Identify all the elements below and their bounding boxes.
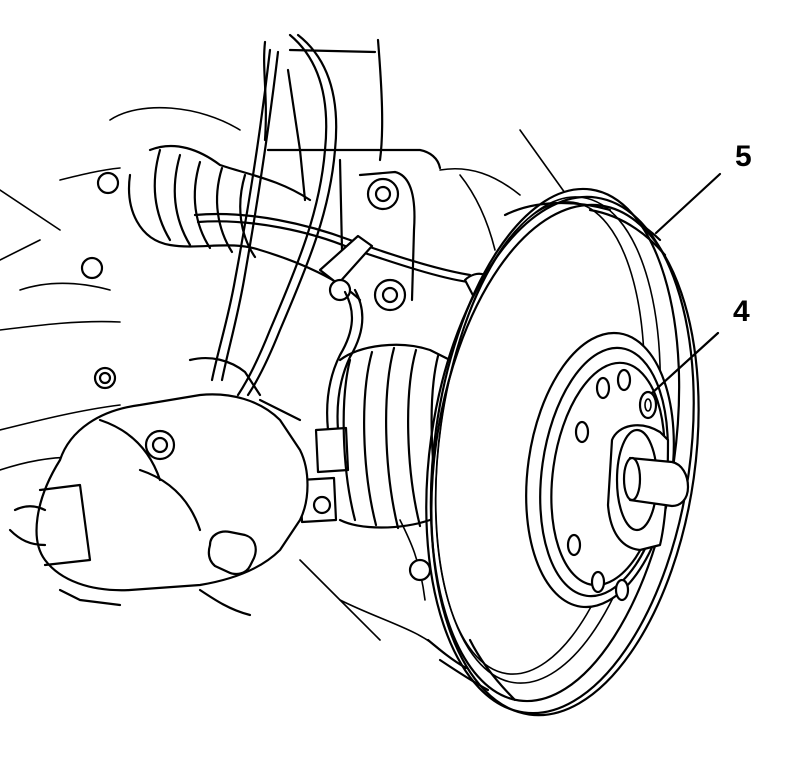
disc-hub — [525, 331, 690, 609]
brake-lines — [193, 33, 472, 397]
callout-5-label: 5 — [735, 140, 752, 173]
outer-boot — [338, 343, 462, 530]
callout-leaders — [650, 172, 722, 395]
brake-caliper — [8, 356, 309, 617]
disc-retaining-screw — [638, 390, 658, 420]
subframe-structure — [0, 38, 571, 651]
brake-hose — [298, 234, 374, 524]
subframe-bolts — [80, 171, 432, 582]
callout-4-label: 4 — [733, 295, 750, 328]
